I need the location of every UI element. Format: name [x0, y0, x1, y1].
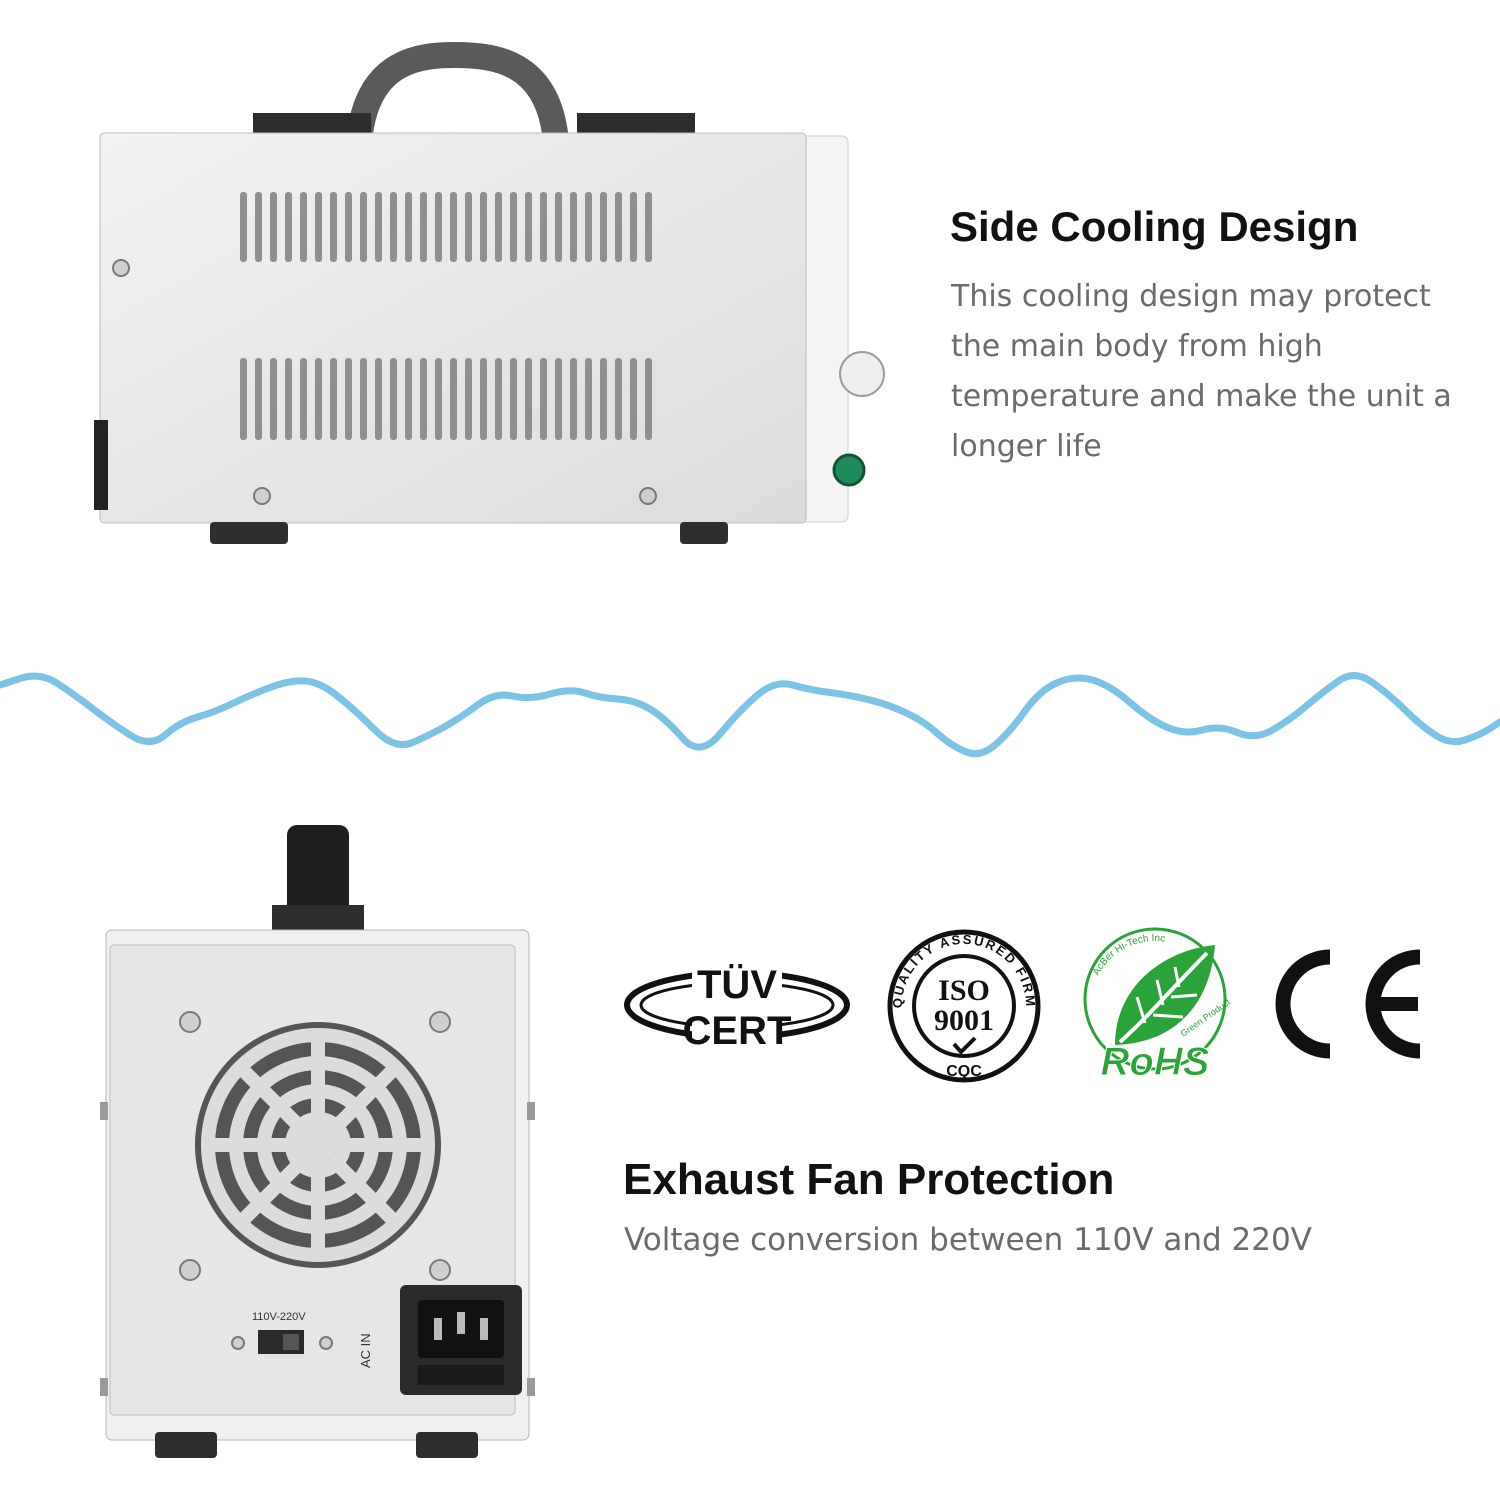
rohs-text: RoHS: [1101, 1040, 1210, 1084]
rohs-logo: AcBer Hi-Tech Inc Green Product RoHS: [1083, 927, 1233, 1085]
vent-slot: [615, 358, 622, 440]
vent-slot: [615, 192, 622, 262]
vent-slot: [465, 192, 472, 262]
vent-slot: [555, 358, 562, 440]
vent-slot: [390, 192, 397, 262]
vent-slot: [630, 192, 637, 262]
vent-slot: [240, 358, 247, 440]
vent-slot: [600, 358, 607, 440]
vent-slot: [405, 358, 412, 440]
exhaust-fan-title: Exhaust Fan Protection: [623, 1155, 1115, 1204]
vent-slot: [420, 192, 427, 262]
vent-slot: [450, 358, 457, 440]
cqc-text: CQC: [946, 1063, 982, 1080]
vent-slot: [405, 192, 412, 262]
screw: [429, 1011, 451, 1033]
vent-slot: [255, 358, 262, 440]
vent-slot: [270, 358, 277, 440]
screw: [112, 259, 130, 277]
vent-slot: [315, 192, 322, 262]
vent-slot: [435, 358, 442, 440]
ce-text: CE: [1268, 945, 1270, 946]
casing-side-panel: [99, 132, 807, 524]
vent-slot: [285, 192, 292, 262]
vent-slot: [570, 358, 577, 440]
side-view-product-image: [94, 41, 885, 544]
vent-slot: [270, 192, 277, 262]
rubber-foot: [680, 522, 728, 544]
vent-slot: [585, 192, 592, 262]
vent-slots-bottom: [240, 358, 652, 440]
vent-slot: [300, 192, 307, 262]
vent-slot: [555, 192, 562, 262]
iso-9001-logo: QUALITY ASSURED FIRM ISO 9001 CQC: [887, 929, 1041, 1083]
vent-slot: [360, 358, 367, 440]
vent-slot: [600, 192, 607, 262]
vent-slot: [585, 358, 592, 440]
rubber-foot: [416, 1432, 478, 1458]
vent-slot: [510, 358, 517, 440]
screw: [253, 487, 271, 505]
carry-handle: [253, 41, 695, 146]
vent-slot: [255, 192, 262, 262]
ac-power-inlet: [400, 1285, 522, 1395]
side-cooling-description: This cooling design may protect the main…: [951, 279, 1452, 464]
rubber-foot: [210, 522, 288, 544]
green-terminal: [832, 453, 866, 487]
vent-slot: [375, 358, 382, 440]
vent-slot: [345, 192, 352, 262]
vent-slot: [330, 358, 337, 440]
vent-slot: [330, 192, 337, 262]
vent-slot: [525, 358, 532, 440]
vent-slot: [435, 192, 442, 262]
vent-slot: [630, 358, 637, 440]
vent-slot: [645, 192, 652, 262]
vent-slot: [375, 192, 382, 262]
vent-slot: [465, 358, 472, 440]
leaf-icon: [1115, 945, 1215, 1045]
screw: [179, 1259, 201, 1281]
exhaust-fan-description: Voltage conversion between 110V and 220V: [624, 1222, 1312, 1258]
vent-slot: [645, 358, 652, 440]
side-cooling-title: Side Cooling Design: [950, 203, 1359, 250]
vent-slot: [510, 192, 517, 262]
vent-slot: [450, 192, 457, 262]
vent-slots-top: [240, 192, 652, 262]
vent-slot: [480, 358, 487, 440]
vent-slot: [525, 192, 532, 262]
vent-slot: [480, 192, 487, 262]
screw: [179, 1011, 201, 1033]
iso-text: ISO: [938, 974, 990, 1007]
vent-slot: [240, 192, 247, 262]
vent-slot: [495, 358, 502, 440]
ce-mark-logo: CE: [1268, 945, 1421, 1059]
vent-slot: [540, 358, 547, 440]
cert-text: CERT: [683, 1009, 792, 1053]
rubber-foot: [155, 1432, 217, 1458]
vent-slot: [540, 192, 547, 262]
knob: [839, 351, 885, 397]
vent-slot: [300, 358, 307, 440]
ac-in-label: AC IN: [358, 1333, 373, 1368]
tuv-text: TÜV: [697, 962, 777, 1007]
voltage-switch-label: 110V-220V: [252, 1311, 306, 1323]
decorative-wave-line: [0, 672, 1500, 758]
screw: [639, 487, 657, 505]
vent-slot: [285, 358, 292, 440]
iso-9001-text: 9001: [934, 1004, 994, 1037]
carry-handle: [272, 825, 364, 945]
vent-slot: [315, 358, 322, 440]
vent-slot: [390, 358, 397, 440]
vent-slot: [360, 192, 367, 262]
tuv-cert-logo: TÜV CERT: [624, 958, 850, 1053]
vent-slot: [570, 192, 577, 262]
vent-slot: [495, 192, 502, 262]
vent-slot: [420, 358, 427, 440]
screw: [429, 1259, 451, 1281]
back-view-product-image: 110V-220V AC IN: [100, 825, 535, 1458]
vent-slot: [345, 358, 352, 440]
fan-grille: [195, 1022, 441, 1268]
